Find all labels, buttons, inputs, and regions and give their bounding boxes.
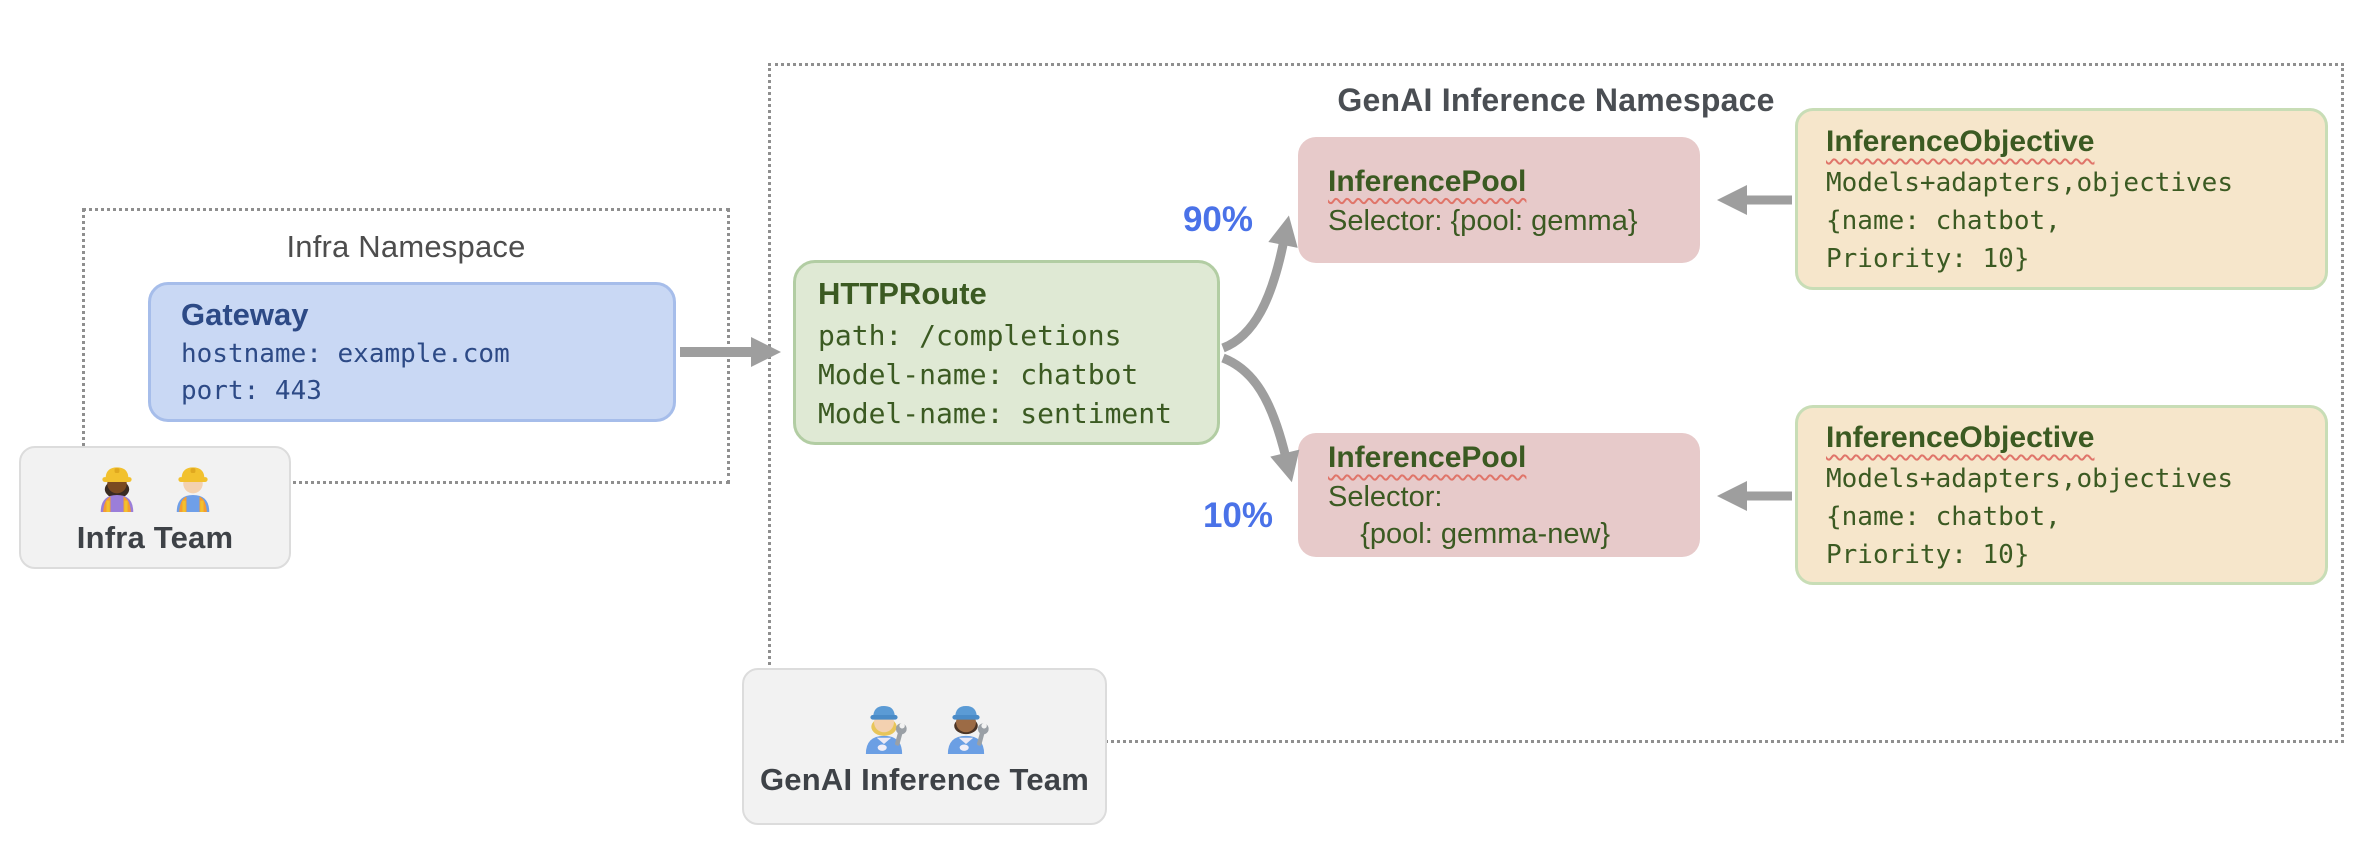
split-label-90: 90% xyxy=(1182,200,1254,239)
inference-objective-1-line-3: Priority: 10} xyxy=(1826,244,2030,274)
man-construction-worker-icon xyxy=(176,466,210,512)
man-mechanic-icon xyxy=(947,705,989,754)
split-label-10: 10% xyxy=(1202,496,1274,535)
inference-objective-2-line-1: Models+adapters,objectives xyxy=(1826,464,2233,494)
gateway-port: port: 443 xyxy=(181,376,322,406)
genai-team-label: GenAI Inference Team xyxy=(759,761,1090,797)
inference-objective-2-line-2: {name: chatbot, xyxy=(1826,502,2061,532)
genai-namespace-box: GenAI Inference Namespace xyxy=(768,63,2344,743)
genai-namespace-title: GenAI Inference Namespace xyxy=(1337,82,1775,118)
inference-objective-2-line-3: Priority: 10} xyxy=(1826,540,2030,570)
infra-team-card: Infra Team xyxy=(19,446,291,569)
httproute-model-2: Model-name: sentiment xyxy=(818,397,1173,430)
infra-namespace-box: Infra Namespace xyxy=(82,208,730,484)
inference-pool-1-node: InferencePool Selector: {pool: gemma} xyxy=(1298,137,1700,263)
httproute-title: HTTPRoute xyxy=(818,276,987,311)
gateway-node: Gateway hostname: example.com port: 443 xyxy=(148,282,676,422)
gateway-hostname: hostname: example.com xyxy=(181,339,510,369)
inference-pool-2-selector: Selector: xyxy=(1328,481,1443,513)
woman-construction-worker-icon xyxy=(100,466,134,512)
inference-objective-1-node: InferenceObjective Models+adapters,objec… xyxy=(1795,108,2328,290)
inference-pool-2-node: InferencePool Selector: {pool: gemma-new… xyxy=(1298,433,1700,557)
genai-team-icons xyxy=(856,696,994,754)
infra-team-icons xyxy=(92,460,218,512)
httproute-node: HTTPRoute path: /completions Model-name:… xyxy=(793,260,1220,445)
httproute-path: path: /completions xyxy=(818,319,1122,352)
inference-objective-2-title: InferenceObjective xyxy=(1826,421,2095,454)
woman-mechanic-icon xyxy=(865,705,907,754)
inference-objective-1-line-1: Models+adapters,objectives xyxy=(1826,168,2233,198)
inference-objective-1-line-2: {name: chatbot, xyxy=(1826,206,2061,236)
infra-team-label: Infra Team xyxy=(76,519,234,555)
inference-pool-1-title: InferencePool xyxy=(1328,164,1527,198)
inference-objective-2-node: InferenceObjective Models+adapters,objec… xyxy=(1795,405,2328,585)
genai-team-card: GenAI Inference Team xyxy=(742,668,1107,825)
inference-pool-1-selector: Selector: {pool: gemma} xyxy=(1328,204,1638,237)
infra-namespace-title: Infra Namespace xyxy=(286,229,526,264)
gateway-title: Gateway xyxy=(181,297,309,332)
inference-pool-2-selector-value: {pool: gemma-new} xyxy=(1328,518,1611,550)
httproute-model-1: Model-name: chatbot xyxy=(818,358,1139,391)
inference-objective-1-title: InferenceObjective xyxy=(1826,125,2095,158)
inference-pool-2-title: InferencePool xyxy=(1328,441,1527,474)
